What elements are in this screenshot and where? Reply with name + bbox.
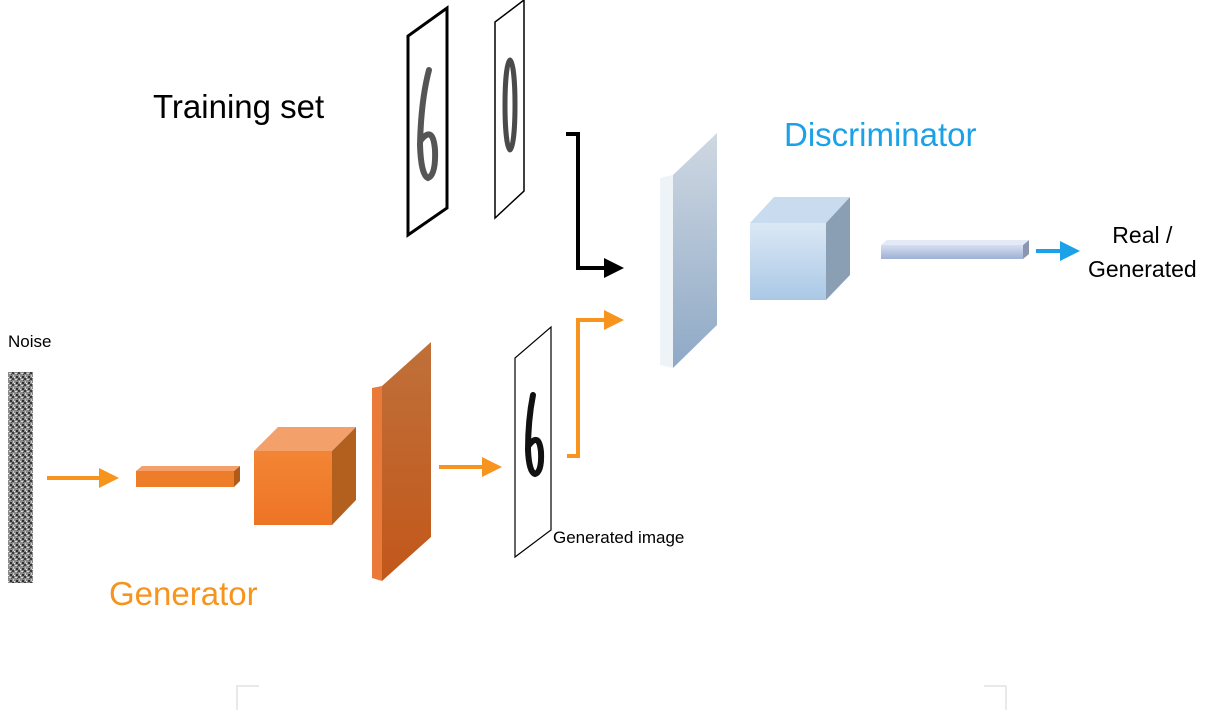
discriminator-label: Discriminator (784, 116, 977, 153)
generated-image (514, 325, 552, 559)
generator-output-plate (372, 342, 431, 581)
training-image-zero (494, 0, 525, 220)
training-image-six (406, 5, 449, 238)
discriminator-input-plate (660, 133, 717, 368)
discriminator-output-bar (881, 240, 1029, 259)
frame-corner-left (236, 685, 259, 710)
output-label-line1: Real / (1112, 222, 1173, 248)
output-label: Real / Generated (1088, 218, 1197, 286)
generator-cube (254, 427, 356, 525)
generator-label: Generator (109, 575, 258, 612)
noise-label: Noise (8, 332, 52, 351)
discriminator-cube (750, 197, 850, 300)
generator-input-bar (136, 466, 240, 487)
output-label-line2: Generated (1088, 256, 1197, 282)
training-set-label: Training set (153, 88, 325, 125)
noise-strip (8, 372, 33, 583)
real-path-arrow (566, 132, 624, 278)
generated-image-label: Generated image (553, 528, 685, 547)
frame-corner-right (984, 685, 1007, 710)
generated-path-arrow (567, 310, 624, 458)
